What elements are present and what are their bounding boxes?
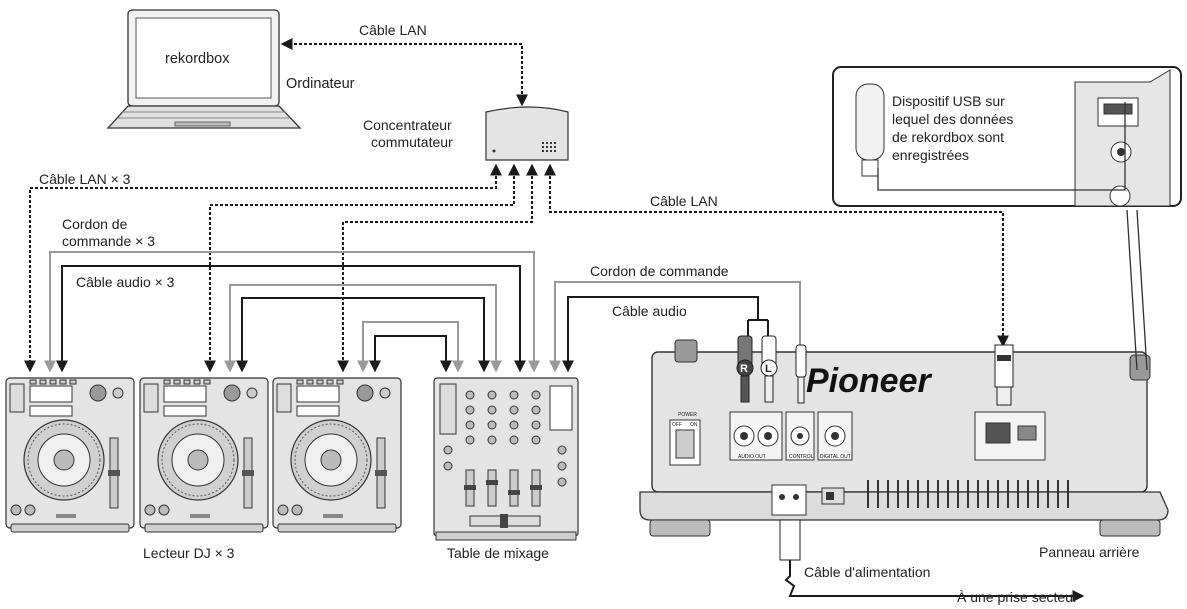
outlet-label: À une prise secteur [957, 589, 1078, 605]
player-rear-panel: POWER OFF ON AUDIO OUT CONTROL DIGITAL O… [639, 339, 1169, 537]
laptop-computer [106, 9, 302, 129]
dj-player-2 [139, 377, 269, 533]
mixer [433, 377, 579, 541]
control-cord-label: Cordon de commande [590, 263, 729, 279]
jack-r-label: R [740, 363, 748, 375]
power-cable [779, 519, 1085, 602]
usb-label-line3: de rekordbox sont [892, 129, 1004, 145]
hub-label-line1: Concentrateur [363, 117, 452, 133]
dj-player-3 [272, 377, 402, 533]
audio-cable-x3-label: Câble audio × 3 [76, 274, 175, 290]
dj-player-1 [5, 377, 135, 533]
control-cords [44, 251, 801, 373]
dj-player-label: Lecteur DJ × 3 [143, 545, 235, 561]
mixer-label: Table de mixage [447, 545, 549, 561]
hub-label-line2: commutateur [371, 134, 453, 150]
jack-l-label: L [765, 363, 772, 375]
power-switch-label: POWER [678, 412, 697, 418]
control-cord-x3-label-line1: Cordon de [62, 216, 128, 232]
usb-label-line4: enregistrées [892, 147, 969, 163]
usb-inset [832, 66, 1182, 371]
switching-hub [485, 106, 569, 161]
power-cable-label: Câble d'alimentation [804, 564, 930, 580]
audio-out-label: AUDIO OUT [738, 454, 766, 460]
usb-label-line1: Dispositif USB sur [892, 93, 1005, 109]
computer-label: Ordinateur [286, 76, 355, 92]
rca-plugs [736, 335, 807, 404]
rekordbox-label: rekordbox [165, 51, 230, 67]
lan-plug [994, 344, 1014, 406]
lan-cable-top-label: Câble LAN [359, 22, 427, 38]
lan-cable-x3-label: Câble LAN × 3 [39, 171, 131, 187]
lan-cable-right-label: Câble LAN [650, 193, 718, 209]
digital-out-label: DIGITAL OUT [820, 454, 851, 460]
power-on-label: ON [690, 422, 698, 428]
lan-cables-to-players [24, 163, 1009, 373]
audio-cable-label: Câble audio [612, 303, 687, 319]
power-off-label: OFF [672, 422, 682, 428]
audio-cables [56, 265, 769, 370]
usb-label-line2: lequel des données [892, 111, 1013, 127]
control-port-label: CONTROL [789, 454, 814, 460]
lan-cable-computer-hub [280, 38, 528, 107]
control-cord-x3-label-line2: commande × 3 [62, 233, 155, 249]
pioneer-logo: Pioneer [806, 362, 932, 400]
rear-panel-label: Panneau arrière [1039, 544, 1140, 560]
